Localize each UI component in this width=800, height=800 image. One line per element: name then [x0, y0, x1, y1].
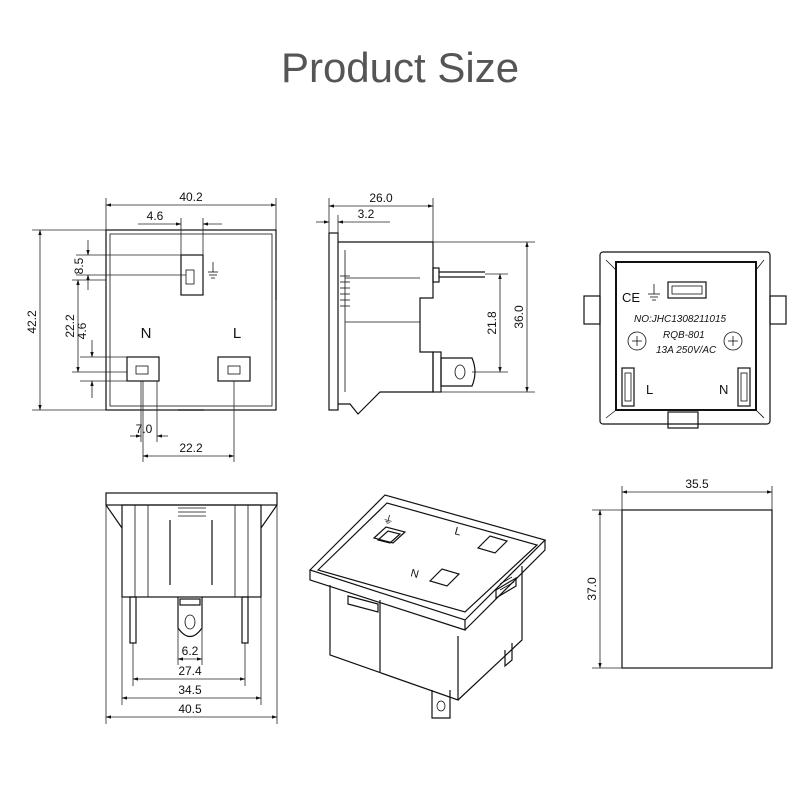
front-inner-frame: [109, 233, 273, 407]
cutout-rectangle: [621, 509, 773, 669]
rear-part-number: NO:JHC1308211015: [634, 314, 727, 325]
dim-bottom-body-width: 34.5: [178, 683, 202, 697]
dim-cutout-width: 35.5: [685, 477, 709, 491]
bottom-view: 6.2 27.4 34.5 40.5: [105, 492, 278, 724]
front-neutral-label: N: [141, 325, 152, 342]
dim-cutout-height: 37.0: [585, 577, 599, 601]
isometric-view: ⏚ L N: [308, 494, 547, 719]
rear-neutral-label: N: [719, 382, 728, 397]
page-title: Product Size: [280, 44, 520, 91]
dim-side-body-height: 36.0: [512, 305, 526, 329]
dim-bottom-terminal-spacing: 27.4: [178, 664, 202, 678]
line-slot: [217, 356, 251, 382]
rear-earth-terminal: [667, 281, 707, 299]
rear-line-label: L: [646, 382, 653, 397]
dim-side-terminal-spacing: 21.8: [485, 311, 499, 335]
front-outer-frame: [105, 229, 277, 411]
side-clip: [340, 275, 350, 307]
dim-side-depth: 26.0: [369, 191, 393, 205]
rear-line-terminal: [621, 367, 635, 407]
panel-cutout: 35.5 37.0: [585, 477, 773, 669]
earth-symbol-icon: [648, 284, 660, 301]
dim-slot-height: 4.6: [75, 322, 89, 339]
dim-pin-spacing-vertical: 22.2: [63, 314, 77, 338]
dim-earth-offset: 4.6: [147, 209, 164, 223]
rear-model: RQB-801: [663, 330, 705, 341]
dim-bottom-flange-width: 40.5: [178, 702, 202, 716]
dim-earth-height: 8.5: [72, 257, 86, 274]
dim-bottom-terminal-width: 6.2: [182, 644, 199, 658]
front-line-label: L: [233, 325, 241, 342]
screw-right-icon: [723, 331, 743, 351]
dim-side-flange: 3.2: [358, 207, 375, 221]
iso-neutral-mark: N: [409, 567, 420, 581]
ce-mark: CE: [622, 290, 640, 305]
rear-rating: 13A 250V/AC: [656, 345, 717, 356]
earth-slot: [180, 254, 218, 296]
front-view: N L 40.2 4.6 8.5 42.2 22.2 4.6: [25, 190, 277, 462]
dim-front-height: 42.2: [25, 310, 39, 334]
side-view: 26.0 3.2 21.8 36.0: [316, 191, 535, 415]
dim-pin-spacing-horizontal: 22.2: [179, 441, 203, 455]
neutral-slot: [126, 356, 160, 382]
rear-view: CE NO:JHC1308211015 RQB-801 13A 250V/AC …: [583, 251, 787, 429]
screw-left-icon: [627, 331, 647, 351]
iso-line-mark: L: [453, 525, 462, 538]
rear-neutral-terminal: [737, 367, 751, 407]
dim-front-width: 40.2: [179, 190, 203, 204]
iso-earth-symbol-icon: ⏚: [381, 512, 395, 527]
dim-slot-width: 7.0: [136, 422, 153, 436]
